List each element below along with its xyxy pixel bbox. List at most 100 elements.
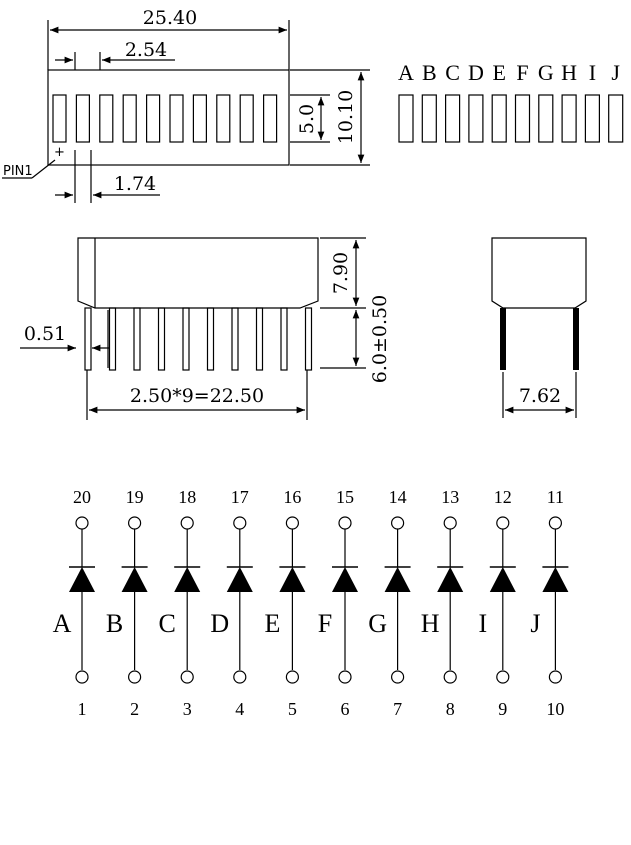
side-view-pin	[304, 307, 313, 371]
side-view-pins	[84, 307, 313, 371]
bottom-terminal	[285, 670, 299, 684]
segment-box	[491, 94, 507, 143]
side-view-pin	[133, 307, 141, 371]
segment-letter-label: J	[611, 60, 620, 85]
dim-pin-width: 0.51	[24, 323, 66, 345]
segment-box	[608, 94, 624, 143]
pin1-leader	[31, 159, 56, 179]
segment-letter-label: G	[538, 60, 554, 85]
top-terminal	[496, 516, 510, 530]
pin1-plus-mark: +	[54, 145, 65, 160]
bottom-pin-number: 5	[288, 699, 297, 719]
segment-letter-label: C	[445, 60, 460, 85]
segment-letter-label: A	[398, 60, 414, 85]
diode-triangle	[542, 567, 569, 592]
bottom-pin-number: 1	[78, 699, 87, 719]
diode-segment-label: J	[530, 609, 540, 638]
top-terminal	[285, 516, 299, 530]
diode-segment-label: F	[318, 609, 332, 638]
diode-channel: 14 7 G	[368, 487, 411, 719]
top-pin-number: 16	[283, 487, 301, 507]
bottom-pin-number: 7	[393, 699, 402, 719]
side-view-pin	[280, 307, 288, 371]
diode-segment-label: I	[478, 609, 487, 638]
diode-channel: 11 10 J	[530, 487, 569, 719]
diode-segment-label: D	[210, 609, 229, 638]
bottom-pin-number: 8	[446, 699, 455, 719]
bottom-pin-number: 9	[498, 699, 507, 719]
segment-letter-label: B	[422, 60, 437, 85]
segment-box	[538, 94, 554, 143]
top-view-segment	[52, 94, 67, 143]
bottom-pin-number: 4	[235, 699, 244, 719]
side-view-pin	[84, 307, 92, 371]
schematic: 201A192B183C174D165E156F147G138H129I1110…	[53, 487, 569, 719]
top-view-segment	[99, 94, 114, 143]
side-view-pin	[108, 307, 117, 371]
segment-box	[421, 94, 437, 143]
top-pin-number: 20	[73, 487, 91, 507]
end-view-pin	[500, 308, 506, 370]
segment-boxes	[398, 94, 624, 143]
diode-triangle	[384, 567, 411, 592]
top-view-segment	[75, 94, 91, 143]
diode-segment-label: G	[368, 609, 387, 638]
bottom-terminal	[180, 670, 194, 684]
bottom-terminal	[338, 670, 352, 684]
side-view-pin	[206, 307, 215, 371]
top-pin-number: 11	[547, 487, 564, 507]
diode-triangle	[121, 567, 148, 592]
dim-pin1-offset: 1.74	[114, 173, 156, 195]
top-pin-number: 12	[494, 487, 512, 507]
end-view: 7.62	[491, 237, 587, 418]
top-terminal	[338, 516, 352, 530]
segment-box	[445, 94, 461, 143]
dim-pin-row: 2.50*9=22.50	[130, 385, 264, 407]
diode-segment-label: H	[421, 609, 440, 638]
side-view-pin	[157, 307, 166, 371]
top-pin-number: 19	[126, 487, 144, 507]
diode-segment-label: E	[264, 609, 280, 638]
side-view-pin	[231, 307, 239, 371]
dim-row-spacing: 7.62	[519, 385, 561, 407]
diode-channel: 16 5 E	[264, 487, 306, 719]
diode-channel: 15 6 F	[318, 487, 358, 719]
bottom-pin-number: 6	[341, 699, 350, 719]
segment-box	[561, 94, 577, 143]
top-terminal	[548, 516, 563, 530]
diode-triangle	[279, 567, 306, 592]
segment-box	[584, 94, 601, 143]
top-view-body-outline	[47, 69, 290, 166]
dim-pin-length: 6.0±0.50	[369, 295, 391, 383]
top-pin-number: 15	[336, 487, 354, 507]
segment-letter-label: F	[516, 60, 528, 85]
side-view-pin	[182, 307, 190, 371]
diode-segment-label: C	[159, 609, 176, 638]
bottom-pin-number: 10	[546, 699, 564, 719]
bottom-terminal	[391, 670, 405, 684]
top-view-segments	[52, 94, 278, 143]
top-view-segment	[146, 94, 161, 143]
top-terminal	[391, 516, 405, 530]
segment-box	[398, 94, 414, 143]
top-view-segment	[263, 94, 278, 143]
dim-side-body-height: 7.90	[330, 252, 352, 294]
dim-body-height: 10.10	[335, 90, 357, 144]
segment-letter-label: D	[468, 60, 484, 85]
dim-segment-height: 5.0	[296, 104, 318, 134]
end-view-pin	[573, 308, 579, 370]
top-view: 25.40 2.54 5.0 10.10 + PIN1 1.74	[2, 7, 370, 203]
diode-triangle	[437, 567, 464, 592]
bottom-pin-number: 2	[130, 699, 139, 719]
end-view-body	[491, 237, 587, 309]
top-terminal	[180, 516, 194, 530]
diode-triangle	[489, 567, 516, 592]
top-pin-number: 14	[389, 487, 407, 507]
